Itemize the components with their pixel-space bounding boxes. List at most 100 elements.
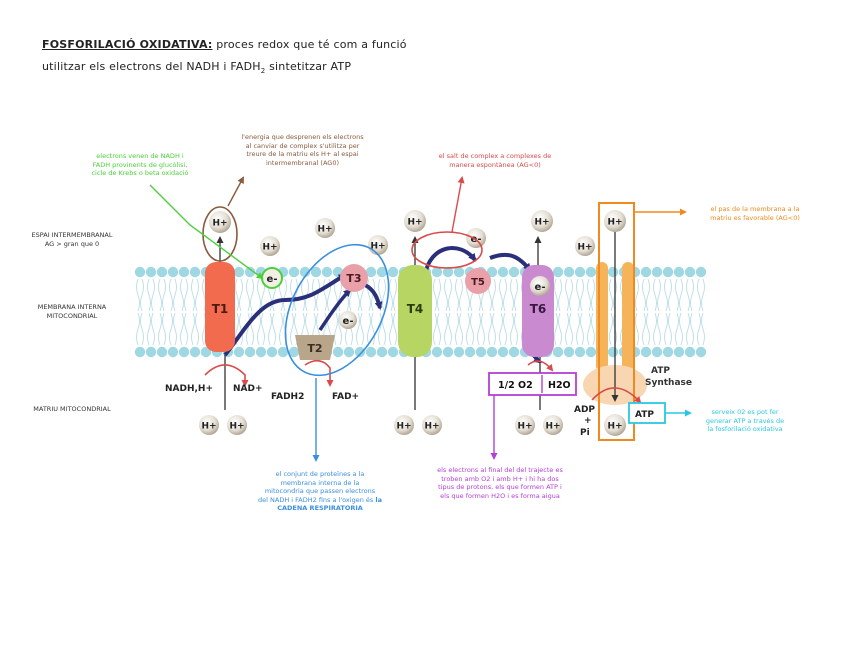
proton-label: H+ <box>262 243 277 253</box>
label-half-oxygen: 1/2 O2 <box>498 380 533 391</box>
note-blue-line: mitocondria que passen electrons <box>264 487 376 495</box>
lipid-head <box>299 266 311 278</box>
nadh-oxidation-arrow <box>204 364 249 387</box>
lipid-tail <box>664 278 672 312</box>
lipid-tail <box>158 312 166 346</box>
label-adp: ADP <box>574 405 595 415</box>
lipid-head <box>497 346 509 358</box>
atp-synthase-stalk-left <box>596 262 608 372</box>
lipid-tail <box>697 312 705 346</box>
label-plus: + <box>584 416 592 426</box>
lipid-tail <box>290 278 298 312</box>
lipid-tail <box>147 312 155 346</box>
lipid-tail <box>180 312 188 346</box>
lipid-head <box>167 266 179 278</box>
proton-ions: H+H+H+H+H+H+H+H+H+H+H+H+H+H+H+ <box>199 210 626 436</box>
complex-t4-label: T4 <box>407 302 424 316</box>
lipid-tail <box>136 278 144 312</box>
proton-ion <box>543 415 563 435</box>
lipid-tail <box>169 278 177 312</box>
lipid-tail <box>389 278 397 312</box>
lipid-tail <box>587 312 595 346</box>
lipid-head <box>508 266 520 278</box>
lipid-head <box>453 346 465 358</box>
lipid-tail <box>257 312 265 346</box>
atp-synthase <box>583 202 647 441</box>
atp-synthesis-arrow <box>591 387 642 404</box>
lipid-tail <box>455 278 463 312</box>
lipid-head <box>585 266 597 278</box>
title-line1-rest: proces redox que té com a funció <box>212 38 407 51</box>
complex-t3-label: T3 <box>346 272 361 285</box>
note-green: electrons venen de NADH i FADH provinent… <box>70 152 210 178</box>
lipid-tail <box>147 278 155 312</box>
lipid-head <box>156 266 168 278</box>
region-membrane-line2: MITOCONDRIAL <box>46 312 98 320</box>
note-green-line: electrons venen de NADH i <box>96 152 184 160</box>
lipid-tail <box>444 312 452 346</box>
lipid-tail <box>653 278 661 312</box>
label-fad: FAD+ <box>332 392 359 402</box>
lipid-tail <box>565 312 573 346</box>
lipid-tail <box>554 278 562 312</box>
lipid-tail <box>576 312 584 346</box>
title-heading: FOSFORILACIÓ OXIDATIVA: <box>42 38 213 51</box>
note-cyan-line: generar ATP a través de <box>705 416 785 425</box>
note-cyan-line: la fosforilació oxidativa <box>707 425 783 433</box>
lipid-head <box>695 346 707 358</box>
proton-ion <box>515 415 535 435</box>
label-fadh2: FADH2 <box>271 392 304 402</box>
title-line-1: FOSFORILACIÓ OXIDATIVA: proces redox que… <box>42 38 407 51</box>
complex-t4: T4 <box>398 265 432 357</box>
note-blue-strong-2: CADENA RESPIRATORIA <box>277 504 363 512</box>
lipid-head <box>145 346 157 358</box>
lipid-head <box>662 346 674 358</box>
note-purple-line: els que formen H2O i es forma aigua <box>440 491 560 500</box>
complex-t2-label: T2 <box>307 342 322 355</box>
lipid-head <box>244 266 256 278</box>
lipid-tail <box>554 312 562 346</box>
lipid-head <box>134 266 146 278</box>
lipid-tail <box>367 312 375 346</box>
region-membrane: MEMBRANA INTERNA MITOCONDRIAL <box>22 303 122 321</box>
electron-label: e- <box>343 316 354 327</box>
electron-arrow-t2-t3 <box>318 288 352 331</box>
lipid-head <box>684 266 696 278</box>
region-matrix-label: MATRIU MITOCONDRIAL <box>33 405 111 413</box>
complex-t5-label: T5 <box>471 277 485 288</box>
proton-ion <box>422 415 442 435</box>
lipid-head <box>167 346 179 358</box>
annotation-leaders <box>149 176 692 462</box>
lipid-head <box>310 266 322 278</box>
complex-t4-body <box>398 265 432 357</box>
lipid-head <box>387 346 399 358</box>
lipid-head <box>453 266 465 278</box>
label-pi: Pi <box>580 428 590 438</box>
lipid-tail <box>433 312 441 346</box>
proton-label: H+ <box>607 422 622 432</box>
lipid-head <box>376 346 388 358</box>
region-intermembrane-line1: ESPAI INTERMEMBRANAL <box>31 231 113 239</box>
proton-label: H+ <box>201 422 216 432</box>
region-intermembrane-line2: AG > gran que 0 <box>44 240 100 248</box>
atp-synthase-highlight-box <box>598 202 635 441</box>
lipid-head <box>508 346 520 358</box>
lipid-tail <box>158 278 166 312</box>
lipid-head <box>442 266 454 278</box>
lipid-tail <box>499 278 507 312</box>
complex-t1-body <box>205 262 235 352</box>
proton-label: H+ <box>396 422 411 432</box>
lipid-tail <box>268 312 276 346</box>
proton-ion <box>260 236 280 256</box>
lipid-tail <box>488 312 496 346</box>
proton-label: H+ <box>229 422 244 432</box>
proton-ion <box>209 211 231 233</box>
lipid-head <box>134 346 146 358</box>
leader-red <box>451 176 465 233</box>
leader-brown <box>227 176 244 207</box>
lipid-head <box>365 346 377 358</box>
lipid-head <box>651 346 663 358</box>
lipid-head <box>376 266 388 278</box>
lipid-head <box>233 266 245 278</box>
